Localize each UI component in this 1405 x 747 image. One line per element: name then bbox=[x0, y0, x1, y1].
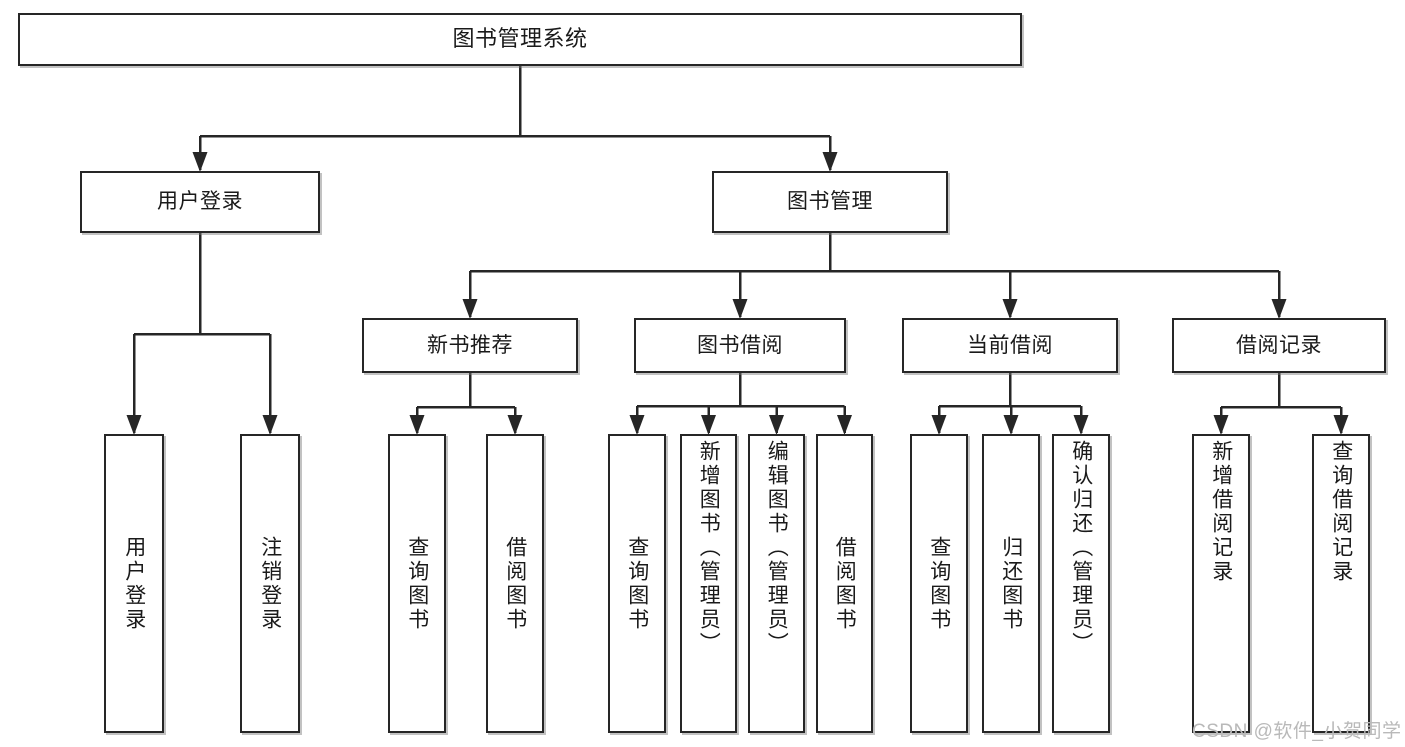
node-label: 新书推荐 bbox=[427, 333, 513, 357]
node-label: 查询图书 bbox=[625, 535, 649, 632]
watermark-text: CSDN @软件_小贺同学 bbox=[1192, 721, 1402, 742]
node-label: 用户登录 bbox=[157, 190, 243, 214]
node-leaf-5[interactable]: 查询图书 bbox=[608, 434, 666, 733]
node-leaf-12[interactable]: 新增借阅记录 bbox=[1192, 434, 1250, 733]
node-label: 确认归还（管理员） bbox=[1069, 440, 1093, 656]
node-label: 查询图书 bbox=[405, 535, 429, 632]
node-label: 查询图书 bbox=[927, 535, 951, 632]
node-root[interactable]: 图书管理系统 bbox=[18, 13, 1022, 66]
node-current[interactable]: 当前借阅 bbox=[902, 318, 1118, 373]
node-book-mgmt[interactable]: 图书管理 bbox=[712, 171, 948, 233]
node-label: 注销登录 bbox=[258, 535, 282, 632]
node-leaf-13[interactable]: 查询借阅记录 bbox=[1312, 434, 1370, 733]
node-label: 图书管理 bbox=[787, 190, 873, 214]
node-leaf-11[interactable]: 确认归还（管理员） bbox=[1052, 434, 1110, 733]
node-leaf-9[interactable]: 查询图书 bbox=[910, 434, 968, 733]
node-label: 新增借阅记录 bbox=[1209, 440, 1233, 584]
node-label: 查询借阅记录 bbox=[1329, 440, 1353, 584]
node-label: 新增图书（管理员） bbox=[697, 440, 721, 656]
node-label: 归还图书 bbox=[999, 535, 1023, 632]
node-leaf-1[interactable]: 用户登录 bbox=[104, 434, 164, 733]
node-leaf-2[interactable]: 注销登录 bbox=[240, 434, 300, 733]
node-leaf-7[interactable]: 编辑图书（管理员） bbox=[748, 434, 805, 733]
node-leaf-6[interactable]: 新增图书（管理员） bbox=[680, 434, 737, 733]
node-label: 借阅图书 bbox=[833, 535, 857, 632]
node-label: 借阅记录 bbox=[1236, 333, 1322, 357]
node-leaf-3[interactable]: 查询图书 bbox=[388, 434, 446, 733]
node-label: 图书管理系统 bbox=[452, 26, 588, 52]
node-borrow[interactable]: 图书借阅 bbox=[634, 318, 846, 373]
node-user-login[interactable]: 用户登录 bbox=[80, 171, 320, 233]
node-label: 用户登录 bbox=[122, 535, 146, 632]
node-leaf-8[interactable]: 借阅图书 bbox=[816, 434, 873, 733]
node-label: 编辑图书（管理员） bbox=[765, 440, 789, 656]
node-leaf-10[interactable]: 归还图书 bbox=[982, 434, 1040, 733]
node-leaf-4[interactable]: 借阅图书 bbox=[486, 434, 544, 733]
node-label: 图书借阅 bbox=[697, 333, 783, 357]
node-label: 借阅图书 bbox=[503, 535, 527, 632]
node-label: 当前借阅 bbox=[967, 333, 1053, 357]
node-new-rec[interactable]: 新书推荐 bbox=[362, 318, 578, 373]
node-history[interactable]: 借阅记录 bbox=[1172, 318, 1386, 373]
